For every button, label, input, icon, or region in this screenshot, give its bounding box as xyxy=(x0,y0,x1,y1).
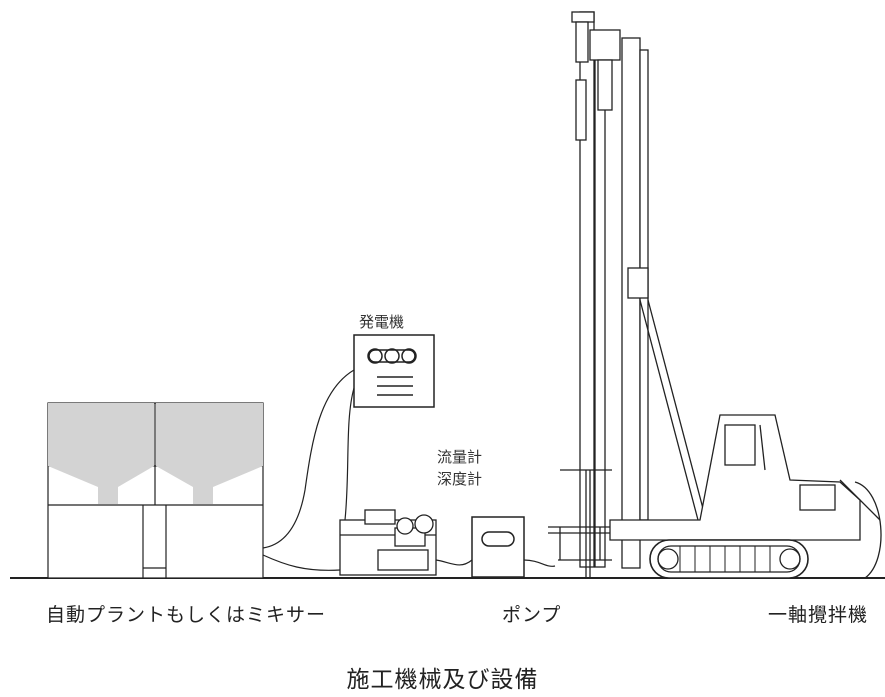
mixer-engine xyxy=(339,509,437,576)
generator-box xyxy=(353,334,435,408)
pump-label: ポンプ xyxy=(502,604,562,626)
hopper-left xyxy=(48,403,154,504)
depthmeter-label: 深度計 xyxy=(437,470,482,488)
pump-box xyxy=(471,516,525,578)
track-links xyxy=(679,546,771,572)
mixing-machine xyxy=(548,11,882,579)
flowmeter-label: 流量計 xyxy=(437,448,482,466)
page-title: 施工機械及び設備 xyxy=(346,667,539,693)
cables xyxy=(262,369,556,571)
machine-label: 一軸攪拌機 xyxy=(768,604,869,626)
generator-label: 発電機 xyxy=(359,313,404,331)
plant-label: 自動プラントもしくはミキサー xyxy=(46,604,327,626)
hopper-right xyxy=(156,403,263,504)
